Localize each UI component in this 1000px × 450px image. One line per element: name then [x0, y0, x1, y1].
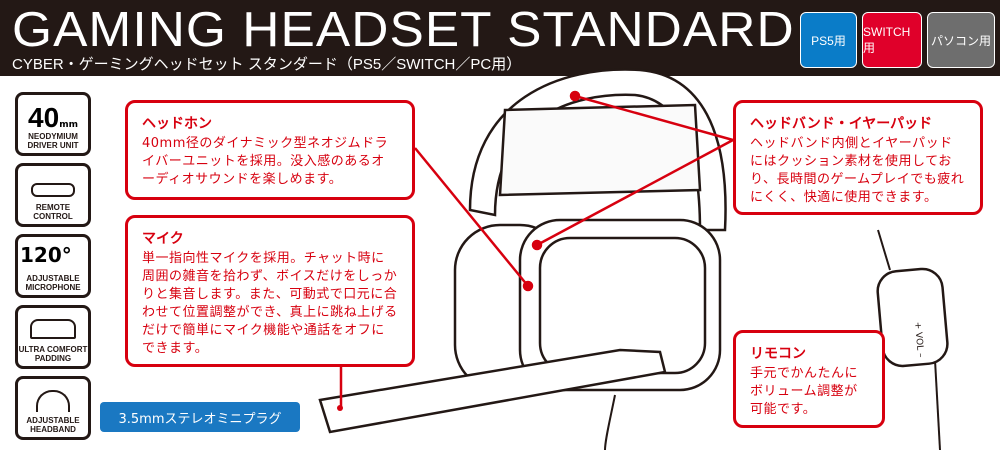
feature-icons: 40mm NEODYMIUM DRIVER UNIT REMOTE CONTRO… [15, 92, 91, 447]
callout-mic: マイク 単一指向性マイクを採用。チャット時に周囲の雑音を拾わず、ボイスだけをしっ… [125, 215, 415, 367]
remote-vol-label: + VOL – [912, 321, 925, 358]
callout-title: マイク [142, 231, 184, 247]
headband-icon [36, 390, 70, 412]
callout-remote: リモコン 手元でかんたんにボリューム調整が可能です。 [733, 330, 885, 428]
header-banner: GAMING HEADSET STANDARD CYBER・ゲーミングヘッドセッ… [0, 0, 1000, 76]
feature-adjustable-headband: ADJUSTABLE HEADBAND [15, 376, 91, 440]
feature-remote-control: REMOTE CONTROL [15, 163, 91, 227]
remote-icon [31, 183, 75, 197]
feature-label: HEADBAND [30, 425, 76, 434]
feature-label: ULTRA COMFORT [18, 345, 88, 354]
badge-ps5: PS5用 [800, 12, 857, 68]
mic-angle: 120° [20, 243, 72, 267]
callout-headphone: ヘッドホン 40mm径のダイナミック型ネオジムドライバーユニットを採用。没入感の… [125, 100, 415, 200]
callout-title: ヘッドホン [142, 116, 212, 132]
callout-body: 手元でかんたんにボリューム調整が可能です。 [750, 366, 859, 417]
page-subtitle: CYBER・ゲーミングヘッドセット スタンダード（PS5／SWITCH／PC用） [12, 56, 522, 73]
callout-body: 単一指向性マイクを採用。チャット時に周囲の雑音を拾わず、ボイスだけをしっかりと集… [142, 251, 398, 356]
feature-label: NEODYMIUM [28, 132, 78, 141]
driver-size: 40 [28, 102, 60, 133]
badge-switch: SWITCH用 [862, 12, 922, 68]
feature-comfort-padding: ULTRA COMFORT PADDING [15, 305, 91, 369]
feature-driver-unit: 40mm NEODYMIUM DRIVER UNIT [15, 92, 91, 156]
callout-body: ヘッドバンド内側とイヤーパッドにはクッション素材を使用しており、長時間のゲームプ… [750, 136, 965, 205]
feature-label: REMOTE [35, 203, 71, 212]
callout-title: ヘッドバンド・イヤーパッド [750, 116, 933, 132]
feature-label: PADDING [34, 354, 72, 363]
feature-label: ADJUSTABLE [26, 274, 80, 283]
feature-label: DRIVER UNIT [27, 141, 79, 150]
badge-pc: パソコン用 [927, 12, 995, 68]
callout-body: 40mm径のダイナミック型ネオジムドライバーユニットを採用。没入感のあるオーディ… [142, 136, 389, 187]
remote-control-illustration [876, 267, 949, 368]
page-title: GAMING HEADSET STANDARD [12, 3, 795, 57]
feature-label: MICROPHONE [25, 283, 81, 292]
driver-unit: mm [59, 120, 78, 130]
feature-adjustable-mic: 120° ADJUSTABLE MICROPHONE [15, 234, 91, 298]
feature-label: ADJUSTABLE [26, 416, 80, 425]
padding-icon [30, 319, 76, 339]
feature-label: CONTROL [33, 212, 73, 221]
callout-title: リモコン [750, 346, 806, 362]
callout-headband: ヘッドバンド・イヤーパッド ヘッドバンド内側とイヤーパッドにはクッション素材を使… [733, 100, 983, 215]
plug-label: 3.5mmステレオミニプラグ [100, 402, 300, 432]
